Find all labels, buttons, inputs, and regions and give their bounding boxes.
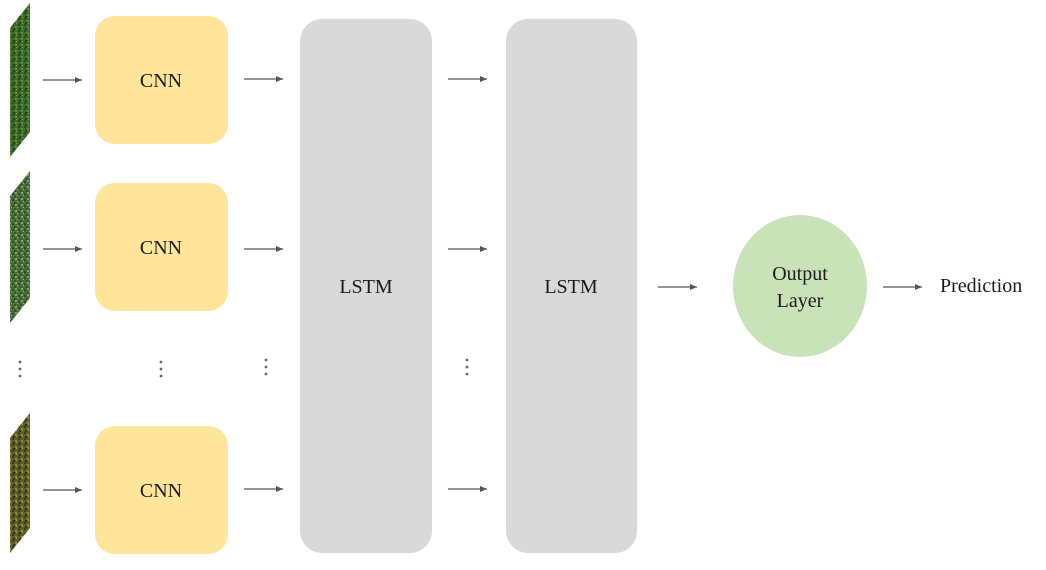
cnn-label: CNN <box>140 480 182 502</box>
prediction-label: Prediction <box>940 275 1022 297</box>
output-label-line1: Output <box>772 263 828 285</box>
lstm-1-label: LSTM <box>339 276 393 298</box>
ellipsis-images <box>18 360 22 378</box>
cnn-label: CNN <box>140 70 182 92</box>
cnn-box-2: CNN <box>95 183 228 311</box>
cnn-box-3: CNN <box>95 426 228 554</box>
input-image-3 <box>10 413 30 553</box>
cnn-box-1: CNN <box>95 16 228 144</box>
ellipsis-lstm-lstm <box>465 358 469 376</box>
lstm-2-label: LSTM <box>544 276 598 298</box>
input-image-2 <box>10 171 30 323</box>
output-layer-node: Output Layer <box>733 215 867 357</box>
ellipsis-cnn-lstm <box>264 358 268 376</box>
ellipsis-cnn <box>159 360 163 378</box>
input-image-1 <box>10 3 30 157</box>
lstm-box-1: LSTM <box>300 19 432 553</box>
output-label-line2: Layer <box>777 290 824 312</box>
cnn-label: CNN <box>140 237 182 259</box>
lstm-box-2: LSTM <box>506 19 637 553</box>
